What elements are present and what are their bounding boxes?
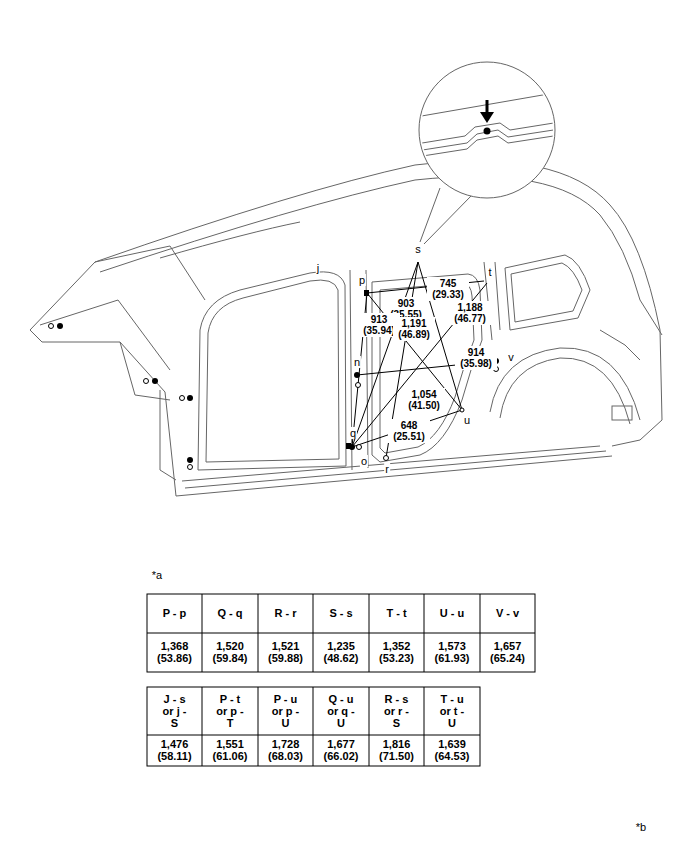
- point-letter: p: [358, 274, 366, 286]
- table-value: 1,816 (71.50): [374, 738, 420, 762]
- table-value: 1,520 (59.84): [207, 640, 253, 664]
- table-header: J - s or j - S: [158, 693, 192, 729]
- point-letter: q: [349, 427, 357, 439]
- point-letter: j: [316, 262, 320, 274]
- table-header: U - u: [435, 607, 469, 619]
- dimension-value: 1,054 (41.50): [403, 388, 445, 412]
- table-header: Q - u or q - U: [324, 693, 358, 729]
- table-value: 1,476 (58.11): [152, 738, 198, 762]
- table-value: 1,235 (48.62): [318, 640, 364, 664]
- dimension-value: 1,188 (46.77): [449, 301, 491, 325]
- table-header: V - v: [491, 607, 525, 619]
- figure-note: *b: [636, 821, 646, 833]
- table-value: 1,728 (68.03): [263, 738, 309, 762]
- point-letter: t: [487, 266, 492, 278]
- table-value: 1,368 (53.86): [152, 640, 198, 664]
- table-value: 1,352 (53.23): [374, 640, 420, 664]
- table-header: S - s: [324, 607, 358, 619]
- table-value: 1,521 (59.88): [263, 640, 309, 664]
- table-value: 1,677 (66.02): [318, 738, 364, 762]
- point-letter: n: [353, 356, 361, 368]
- table-header: T - t: [380, 607, 414, 619]
- table-value: 1,551 (61.06): [207, 738, 253, 762]
- table-header: Q - q: [213, 607, 247, 619]
- dimension-value: 1,191 (46.89): [393, 317, 435, 341]
- point-letter: s: [414, 243, 422, 255]
- figure-note: *a: [152, 569, 162, 581]
- dimension-value: 648 (25.51): [388, 419, 430, 443]
- point-letter: o: [360, 455, 368, 467]
- dimension-value: 745 (29.33): [427, 277, 469, 301]
- table-value: 1,639 (64.53): [429, 738, 475, 762]
- table-header: P - u or p - U: [269, 693, 303, 729]
- table-value: 1,573 (61.93): [429, 640, 475, 664]
- point-letter: u: [463, 414, 471, 426]
- point-letter: v: [507, 351, 515, 363]
- table-header: R - r: [269, 607, 303, 619]
- table-header: R - s or r - S: [380, 693, 414, 729]
- dimension-value: 914 (35.98): [455, 346, 497, 370]
- point-letter: r: [384, 463, 390, 475]
- table-value: 1,657 (65.24): [485, 640, 531, 664]
- table-header: P - t or p - T: [213, 693, 247, 729]
- table-header: T - u or t - U: [435, 693, 469, 729]
- table-header: P - p: [158, 607, 192, 619]
